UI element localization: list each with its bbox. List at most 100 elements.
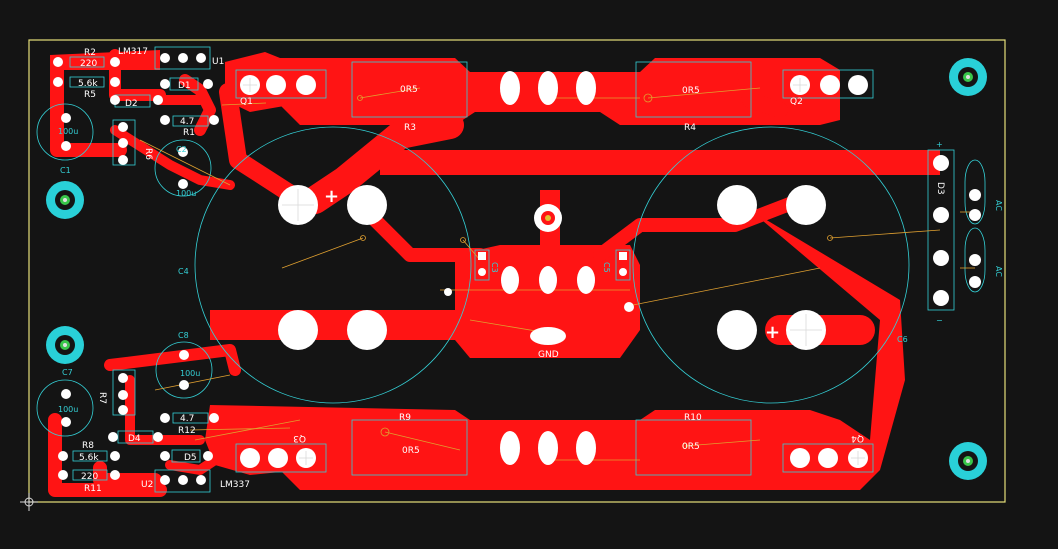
gnd-pad [530, 327, 566, 345]
label-lm337: LM337 [220, 480, 250, 490]
d3-outline [927, 149, 955, 311]
q1-outline [235, 69, 327, 99]
pads-layer [53, 53, 981, 485]
labels-layer: R2 220 LM317 5.6k R5 U1 D1 D2 R6 C2 100u… [58, 47, 1003, 494]
label-r11: R11 [84, 484, 102, 494]
r9-outline [351, 419, 468, 476]
label-u1: U1 [212, 57, 224, 67]
label-d1: D1 [178, 81, 191, 91]
c7-outline [36, 379, 94, 437]
label-c1: C1 [60, 166, 71, 175]
c6-pad [717, 185, 757, 225]
mount-hole-br [949, 442, 987, 480]
ac2-connector-outline [964, 227, 986, 293]
q2-outline [782, 69, 874, 99]
c4-outline [194, 126, 472, 404]
label-d3-plus: + [936, 140, 943, 149]
label-d3-minus: − [936, 316, 943, 325]
label-r3: R3 [404, 123, 416, 133]
q2-pad-3 [848, 75, 868, 95]
label-c4: C4 [178, 267, 189, 276]
label-r8-value: 5.6k [79, 453, 99, 463]
c4-pad-4 [347, 310, 387, 350]
ratsnest-layer [139, 87, 975, 461]
ac1-pad-b [969, 209, 981, 221]
label-r7: R7 [97, 392, 107, 404]
label-q3: Q3 [293, 433, 306, 443]
label-r12: R12 [178, 426, 196, 436]
q4-outline [782, 443, 874, 473]
label-r12-value: 4.7 [180, 414, 194, 424]
c3-outline [474, 249, 490, 281]
label-d5: D5 [184, 453, 197, 463]
r2-outline [69, 56, 105, 68]
u2-outline [154, 469, 211, 493]
label-c1-value: 100u [58, 127, 78, 136]
r3-pad-a [500, 71, 520, 105]
d3-pad-ac2 [933, 250, 949, 266]
label-r2: R2 [84, 48, 96, 58]
label-c4-plus: + [324, 186, 339, 207]
label-c2: C2 [176, 145, 187, 154]
q3-pad-1 [240, 448, 260, 468]
d3-pad-ac1 [933, 207, 949, 223]
label-q4: Q4 [851, 433, 864, 443]
label-r5-value: 5.6k [78, 79, 98, 89]
r1-outline [172, 115, 209, 127]
label-r8: R8 [82, 441, 94, 451]
center-top-pad [534, 204, 562, 232]
label-r1-value: 4.7 [180, 117, 194, 127]
mounting-holes [46, 58, 987, 480]
mount-hole-tl [46, 181, 84, 219]
silkscreen-layer [36, 46, 986, 493]
c6-pad-2 [786, 185, 826, 225]
label-c7-value: 100u [58, 405, 78, 414]
label-q2: Q2 [790, 97, 803, 107]
label-q1: Q1 [240, 97, 253, 107]
mount-hole-bl [46, 326, 84, 364]
c8-outline [155, 341, 213, 399]
label-c3: C3 [490, 262, 499, 273]
q2-pad-2 [820, 75, 840, 95]
c4-pad-3 [278, 310, 318, 350]
center-pad-a [501, 266, 519, 294]
label-r5: R5 [84, 90, 96, 100]
d3-pad-plus [933, 155, 949, 171]
label-r4: R4 [684, 123, 696, 133]
c2-outline [154, 139, 212, 197]
pad-crosshair-layer [243, 78, 865, 465]
label-r4-value: 0R5 [682, 86, 700, 96]
r12-outline [172, 412, 209, 424]
ac2-pad-a [969, 254, 981, 266]
center-pad-b [539, 266, 557, 294]
c1-outline [36, 103, 94, 161]
label-ac-1: AC [994, 200, 1003, 211]
label-lm317: LM317 [118, 47, 148, 57]
board-outline [28, 39, 1006, 503]
label-u2: U2 [141, 480, 153, 490]
r5-outline [69, 76, 105, 88]
label-r9: R9 [399, 413, 411, 423]
r9-pad-b [538, 431, 558, 465]
mount-hole-tr [949, 58, 987, 96]
label-c5: C5 [602, 262, 611, 273]
c6-outline [632, 126, 910, 404]
label-ac-2: AC [994, 266, 1003, 277]
r6-outline [112, 119, 136, 166]
r4-outline [635, 61, 752, 118]
label-r11-value: 220 [81, 472, 98, 482]
r10-pad-a [576, 431, 596, 465]
q3-pad-2 [268, 448, 288, 468]
label-c7: C7 [62, 368, 73, 377]
label-r3-value: 0R5 [400, 85, 418, 95]
label-r2-value: 220 [80, 59, 97, 69]
q4-pad-1 [790, 448, 810, 468]
r3-outline [351, 61, 468, 118]
d3-pad-minus [933, 290, 949, 306]
d5-outline [171, 449, 201, 463]
label-c8-value: 100u [180, 369, 200, 378]
label-r6: R6 [143, 148, 153, 160]
label-gnd: GND [538, 350, 559, 360]
label-r10-value: 0R5 [682, 442, 700, 452]
